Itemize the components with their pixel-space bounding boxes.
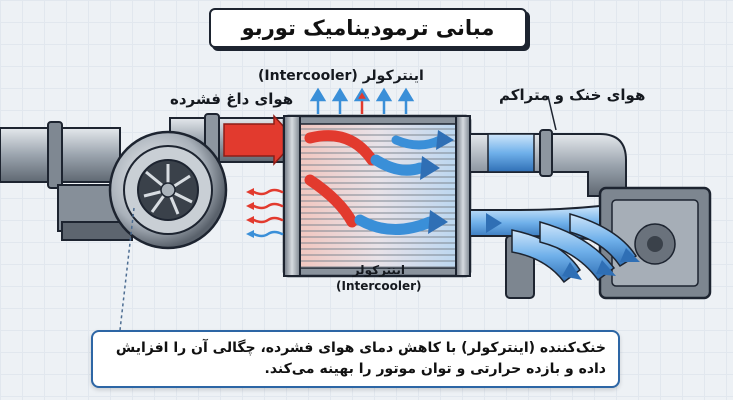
hot-air-label: هوای داغ فشرده [170,90,294,108]
engine-block [598,186,712,300]
title-banner: مبانی ترمودینامیک توربو [209,8,527,48]
turbocharger [108,130,228,250]
intercooler-bottom-label-fa: اینترکولر [352,263,405,277]
cool-air-label: هوای خنک و متراکم [499,86,646,104]
intake-pipe [0,121,121,189]
intercooler-bottom-label-en: (Intercooler) [336,279,422,293]
cool-air-up-arrows [309,87,415,114]
description-box: خنک‌کننده (اینترکولر) با کاهش دمای هوای … [91,330,620,388]
description-text: خنک‌کننده (اینترکولر) با کاهش دمای هوای … [115,340,606,377]
intake-manifold [469,204,640,299]
callout-line [119,207,135,331]
intercooler [282,114,472,278]
intercooler-bottom-label: اینترکولر (Intercooler) [336,262,422,294]
page-title: مبانی ترمودینامیک توربو [241,16,495,40]
cold-air-pipe [469,95,627,197]
intercooler-top-label: اینترکولر (Intercooler) [258,68,424,84]
heat-release-arrows [246,188,284,238]
